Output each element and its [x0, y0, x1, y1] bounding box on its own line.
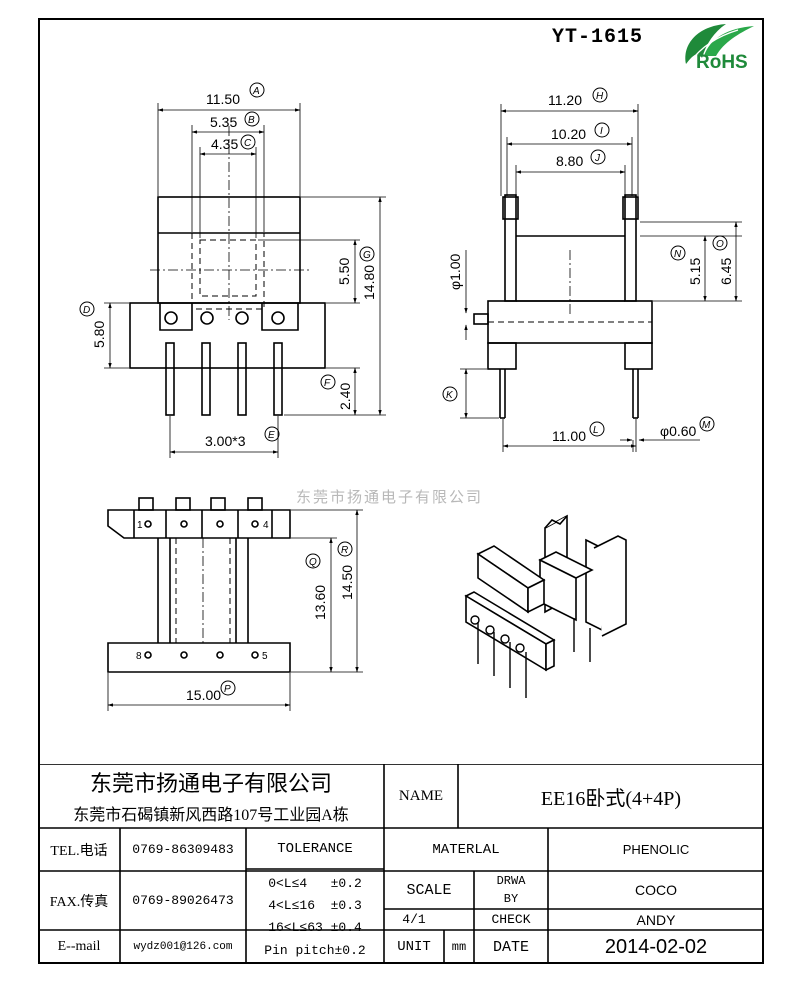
- tag-d: D: [83, 305, 90, 316]
- dim-h-label: 11.20: [548, 92, 582, 108]
- bottom-view-tags: Q R P: [220, 541, 353, 696]
- tag-q: Q: [309, 557, 317, 568]
- tolerance-row-1: 0<L≤4 ±0.2: [268, 875, 362, 891]
- side-view-dim-labels: 11.20 10.20 8.80 5.15 6.45 φ1.00 11.00 φ…: [447, 92, 734, 444]
- bottom-view-hidden: [175, 538, 231, 643]
- front-view-dims: [104, 103, 386, 458]
- dim-r-label: 14.50: [339, 565, 355, 600]
- tolerance-row-4: Pin pitch±0.2: [264, 942, 366, 958]
- front-view-tags: A B C D E F G: [79, 82, 375, 442]
- tag-l: L: [593, 425, 599, 436]
- tag-a: A: [252, 86, 260, 97]
- side-view-tags: H I J N O K L M: [442, 87, 728, 437]
- front-view-centerlines: [150, 126, 310, 320]
- side-view-dims: [460, 104, 742, 452]
- tag-e: E: [268, 430, 275, 441]
- material-label: MATERLAL: [432, 841, 500, 858]
- date-value: 2014-02-02: [604, 935, 708, 958]
- isometric-view: [464, 514, 627, 672]
- email-value: wydz001@126.com: [133, 941, 233, 953]
- tag-c: C: [244, 138, 252, 149]
- drawn-label-line-2: BY: [503, 892, 519, 906]
- dim-i-label: 10.20: [551, 126, 586, 142]
- tolerance-label: TOLERANCE: [277, 840, 353, 857]
- dim-p-label: 15.00: [186, 687, 221, 703]
- check-label: CHECK: [491, 912, 531, 927]
- pin-4-label: 4: [263, 520, 269, 531]
- company-name: 东莞市扬通电子有限公司: [89, 771, 332, 796]
- dim-m-label: φ0.60: [660, 423, 697, 439]
- tag-m: M: [702, 420, 711, 431]
- front-view-dim-labels: 11.50 5.35 4.35 3.00*3 14.80 5.50 2.40 5…: [91, 91, 377, 449]
- tel-label: TEL.电话: [50, 843, 108, 859]
- pin-1-label: 1: [137, 520, 143, 531]
- drawn-by-value: COCO: [635, 882, 677, 898]
- dim-e-label: 3.00*3: [205, 433, 246, 449]
- dim-o-label: 6.45: [718, 258, 734, 285]
- bottom-view-dims: [107, 509, 363, 711]
- dim-g2-label: 5.50: [336, 258, 352, 285]
- tag-p: P: [224, 684, 231, 695]
- unit-label: UNIT: [397, 939, 431, 955]
- bottom-view-labels: 13.60 14.50 15.00 1 4 8 5: [136, 520, 355, 703]
- dim-n-label: 5.15: [687, 258, 703, 285]
- company-address: 东莞市石碣镇新风西路107号工业园A栋: [73, 807, 349, 824]
- tag-f: F: [324, 378, 331, 389]
- tel-value: 0769-86309483: [132, 842, 234, 857]
- pin-5-label: 5: [262, 651, 268, 662]
- tag-i: I: [600, 126, 603, 137]
- part-name: EE16卧式(4+4P): [540, 787, 682, 810]
- title-block: 东莞市扬通电子有限公司 东莞市石碣镇新风西路107号工业园A栋 NAME EE1…: [38, 764, 764, 964]
- scale-label: SCALE: [406, 881, 452, 899]
- tag-j: J: [594, 153, 601, 164]
- bottom-view: [107, 497, 291, 673]
- drawn-label-line-1: DRWA: [496, 874, 526, 888]
- dim-q-label: 13.60: [312, 585, 328, 620]
- dim-g-label: 14.80: [361, 265, 377, 300]
- drawing-frame: [38, 18, 764, 964]
- isometric-pins: [470, 615, 591, 698]
- front-view-hidden: [191, 232, 265, 310]
- email-label: E--mail: [57, 939, 101, 954]
- tag-g: G: [363, 250, 371, 261]
- tag-r: R: [341, 545, 348, 556]
- rohs-logo-icon: [685, 24, 754, 64]
- name-label: NAME: [398, 787, 444, 804]
- dim-j-label: 8.80: [556, 153, 583, 169]
- dim-l-label: 11.00: [552, 428, 586, 444]
- tag-k: K: [446, 390, 454, 401]
- drawing-number: YT-1615: [552, 26, 644, 49]
- dim-c-label: 4.35: [211, 136, 238, 152]
- title-block-grid: [38, 764, 764, 964]
- material-value: PHENOLIC: [622, 842, 690, 857]
- unit-value: mm: [451, 940, 467, 954]
- watermark: 东莞市扬通电子有限公司: [296, 489, 484, 506]
- fax-label: FAX.传真: [49, 894, 109, 910]
- front-view: [129, 196, 326, 416]
- pin-8-label: 8: [136, 651, 142, 662]
- scale-value: 4/1: [402, 912, 426, 927]
- tag-n: N: [674, 249, 682, 260]
- fax-value: 0769-89026473: [132, 893, 234, 908]
- side-view: [473, 194, 653, 419]
- tag-h: H: [596, 91, 604, 102]
- dim-d-label: 5.80: [91, 321, 107, 348]
- date-label: DATE: [492, 938, 529, 956]
- dim-a-label: 11.50: [206, 91, 240, 107]
- rohs-label: RoHS: [696, 52, 748, 73]
- tag-b: B: [248, 115, 255, 126]
- tolerance-row-3: 16<L≤63 ±0.4: [268, 919, 362, 935]
- check-value: ANDY: [636, 911, 676, 928]
- tolerance-row-2: 4<L≤16 ±0.3: [268, 897, 362, 913]
- dim-k-dia-label: φ1.00: [447, 253, 463, 290]
- dim-f-label: 2.40: [337, 383, 353, 410]
- dim-b-label: 5.35: [210, 114, 237, 130]
- tag-o: O: [716, 239, 724, 250]
